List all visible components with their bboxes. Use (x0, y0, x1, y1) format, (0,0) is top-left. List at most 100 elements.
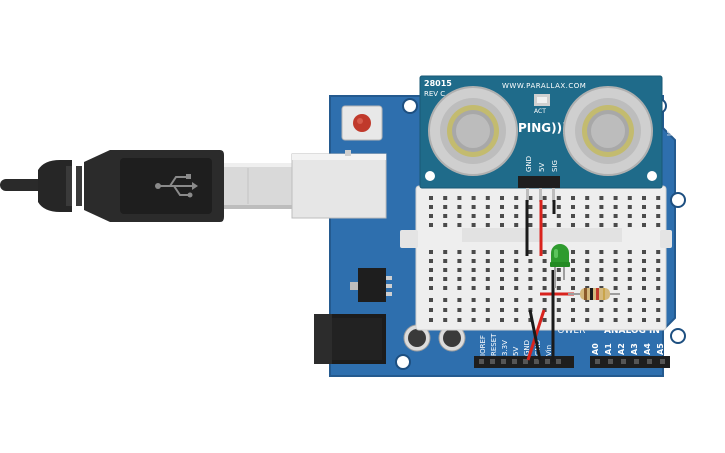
breadboard-hole[interactable] (457, 298, 462, 302)
breadboard-hole[interactable] (443, 205, 448, 209)
breadboard-hole[interactable] (457, 308, 462, 312)
breadboard-hole[interactable] (599, 308, 604, 312)
breadboard-hole[interactable] (571, 250, 575, 254)
breadboard-hole[interactable] (599, 318, 604, 322)
breadboard-hole[interactable] (528, 196, 533, 200)
breadboard-hole[interactable] (585, 196, 590, 200)
breadboard-hole[interactable] (642, 318, 646, 322)
breadboard-hole[interactable] (471, 250, 476, 254)
breadboard-hole[interactable] (599, 223, 604, 227)
breadboard-hole[interactable] (642, 214, 646, 218)
breadboard-hole[interactable] (528, 223, 533, 227)
breadboard-hole[interactable] (627, 223, 632, 227)
wire-gnd-arduino[interactable] (528, 309, 542, 361)
breadboard-hole[interactable] (613, 205, 618, 209)
breadboard-hole[interactable] (514, 268, 519, 272)
breadboard-hole[interactable] (471, 286, 476, 290)
breadboard-hole[interactable] (613, 298, 618, 302)
breadboard-hole[interactable] (500, 259, 504, 263)
breadboard-hole[interactable] (500, 214, 504, 218)
breadboard-hole[interactable] (571, 298, 575, 302)
breadboard-hole[interactable] (514, 318, 519, 322)
breadboard-hole[interactable] (599, 214, 604, 218)
breadboard-hole[interactable] (471, 298, 476, 302)
green-led[interactable] (550, 244, 570, 288)
breadboard-hole[interactable] (627, 286, 632, 290)
breadboard-hole[interactable] (627, 205, 632, 209)
breadboard-hole[interactable] (500, 268, 504, 272)
ping-sensor[interactable]: 28015 REV C WWW.PARALLAX.COM ACT PING)))… (419, 75, 663, 202)
breadboard-hole[interactable] (627, 298, 632, 302)
breadboard-hole[interactable] (613, 308, 618, 312)
breadboard-hole[interactable] (471, 205, 476, 209)
breadboard-hole[interactable] (457, 268, 462, 272)
breadboard-hole[interactable] (599, 268, 604, 272)
breadboard-hole[interactable] (571, 277, 575, 281)
breadboard-hole[interactable] (443, 286, 448, 290)
breadboard-hole[interactable] (585, 259, 590, 263)
breadboard-hole[interactable] (556, 205, 561, 209)
usb-b-port[interactable] (291, 150, 387, 219)
breadboard-hole[interactable] (556, 277, 561, 281)
breadboard-hole[interactable] (656, 268, 661, 272)
breadboard-hole[interactable] (656, 205, 661, 209)
breadboard-hole[interactable] (571, 214, 575, 218)
breadboard-hole[interactable] (485, 223, 490, 227)
breadboard-hole[interactable] (485, 259, 490, 263)
breadboard-hole[interactable] (642, 277, 646, 281)
breadboard-hole[interactable] (528, 298, 533, 302)
breadboard-hole[interactable] (443, 277, 448, 281)
breadboard-hole[interactable] (656, 223, 661, 227)
breadboard-hole[interactable] (571, 268, 575, 272)
breadboard-hole[interactable] (542, 318, 547, 322)
breadboard-hole[interactable] (429, 223, 433, 227)
breadboard-hole[interactable] (429, 318, 433, 322)
breadboard-hole[interactable] (514, 259, 519, 263)
breadboard-hole[interactable] (542, 250, 547, 254)
breadboard-hole[interactable] (485, 308, 490, 312)
breadboard-hole[interactable] (571, 223, 575, 227)
breadboard-hole[interactable] (613, 214, 618, 218)
breadboard-hole[interactable] (613, 196, 618, 200)
breadboard-hole[interactable] (571, 308, 575, 312)
breadboard-hole[interactable] (556, 223, 561, 227)
breadboard-hole[interactable] (429, 277, 433, 281)
breadboard-hole[interactable] (443, 298, 448, 302)
breadboard-hole[interactable] (471, 277, 476, 281)
breadboard-hole[interactable] (429, 250, 433, 254)
breadboard-hole[interactable] (485, 214, 490, 218)
breadboard-hole[interactable] (528, 318, 533, 322)
breadboard-hole[interactable] (542, 214, 547, 218)
breadboard-hole[interactable] (656, 214, 661, 218)
breadboard-hole[interactable] (514, 205, 519, 209)
breadboard-hole[interactable] (528, 250, 533, 254)
breadboard-hole[interactable] (429, 214, 433, 218)
breadboard-hole[interactable] (642, 196, 646, 200)
breadboard-hole[interactable] (528, 286, 533, 290)
breadboard-hole[interactable] (585, 308, 590, 312)
breadboard-hole[interactable] (528, 277, 533, 281)
breadboard-hole[interactable] (485, 250, 490, 254)
breadboard-hole[interactable] (656, 286, 661, 290)
breadboard-hole[interactable] (642, 268, 646, 272)
breadboard-hole[interactable] (500, 205, 504, 209)
breadboard-hole[interactable] (627, 318, 632, 322)
breadboard-hole[interactable] (556, 318, 561, 322)
breadboard-hole[interactable] (457, 286, 462, 290)
breadboard-hole[interactable] (642, 298, 646, 302)
breadboard-hole[interactable] (443, 196, 448, 200)
breadboard-hole[interactable] (613, 286, 618, 290)
dc-power-jack[interactable] (314, 314, 386, 364)
breadboard-hole[interactable] (613, 259, 618, 263)
breadboard-hole[interactable] (457, 277, 462, 281)
breadboard-hole[interactable] (585, 268, 590, 272)
breadboard-hole[interactable] (500, 196, 504, 200)
breadboard-hole[interactable] (642, 205, 646, 209)
breadboard-hole[interactable] (514, 308, 519, 312)
breadboard-hole[interactable] (514, 214, 519, 218)
breadboard-hole[interactable] (514, 298, 519, 302)
breadboard-hole[interactable] (556, 308, 561, 312)
breadboard-hole[interactable] (443, 308, 448, 312)
breadboard-hole[interactable] (443, 250, 448, 254)
breadboard-hole[interactable] (443, 268, 448, 272)
